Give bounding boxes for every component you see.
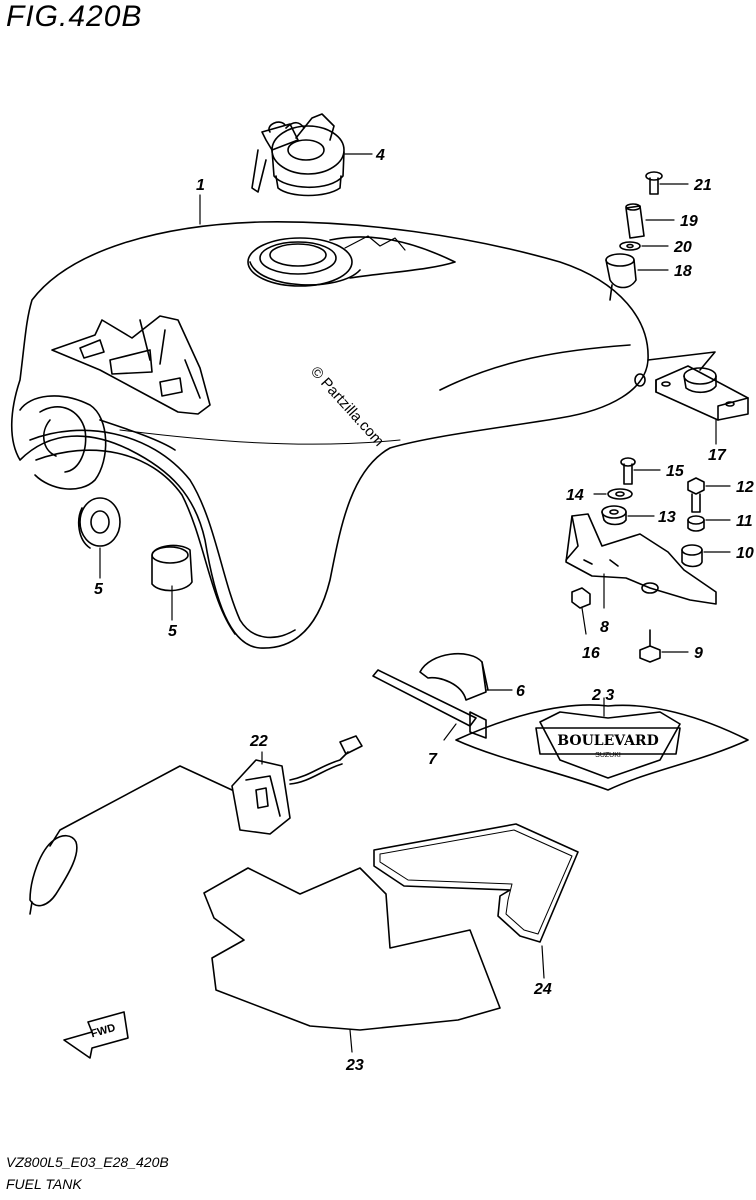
callout-14: 14 — [566, 487, 584, 504]
callout-19: 19 — [680, 213, 698, 230]
callout-8: 8 — [600, 619, 609, 636]
cable-tie-7[interactable] — [372, 669, 487, 739]
nut-16[interactable] — [571, 587, 591, 609]
insulator-pad-23[interactable] — [203, 867, 501, 1031]
screw-21[interactable] — [645, 171, 663, 195]
callout-11: 11 — [736, 513, 753, 530]
seal-24[interactable] — [373, 823, 579, 943]
bolt-9[interactable] — [639, 629, 661, 663]
screw-15[interactable] — [620, 457, 636, 485]
mounting-bracket-8[interactable] — [565, 513, 717, 605]
callout-6: 6 — [516, 683, 525, 700]
callout-12: 12 — [736, 479, 754, 496]
tank-cushion-6[interactable] — [419, 653, 489, 701]
callout-23: 23 — [345, 1057, 364, 1074]
washer-20[interactable] — [619, 241, 641, 251]
emblem-text: BOULEVARD — [557, 733, 658, 749]
callout-15: 15 — [666, 463, 685, 480]
boulevard-emblem[interactable]: BOULEVARD SUZUKI — [455, 704, 749, 791]
rear-cushion-17[interactable] — [655, 365, 749, 421]
figure-title: FIG.420B — [6, 0, 143, 33]
model-code: VZ800L5_E03_E28_420B — [6, 1154, 169, 1170]
callout-10: 10 — [736, 545, 754, 562]
fwd-label: FWD — [89, 1022, 116, 1040]
washer-14[interactable] — [607, 488, 633, 500]
fuel-tank[interactable] — [10, 221, 716, 649]
cushion-ring[interactable] — [77, 497, 121, 549]
callout-1: 1 — [196, 177, 205, 194]
cushion-18[interactable] — [605, 253, 637, 289]
figure-caption: FUEL TANK — [6, 1176, 82, 1192]
cushion-plug[interactable] — [151, 544, 193, 592]
callout-13: 13 — [658, 509, 676, 526]
callout-5b: 5 — [168, 623, 178, 640]
callout-5a: 5 — [94, 581, 104, 598]
callout-2-3: 2 3 — [591, 687, 614, 704]
callout-24: 24 — [533, 981, 552, 998]
callout-18: 18 — [674, 263, 692, 280]
callout-16: 16 — [582, 645, 600, 662]
collar-11[interactable] — [687, 515, 705, 532]
callout-9: 9 — [694, 645, 703, 662]
fuel-cap-with-keys[interactable] — [251, 113, 345, 197]
forward-arrow: FWD — [63, 1011, 129, 1059]
fuel-level-gauge[interactable] — [29, 735, 363, 915]
callout-17: 17 — [708, 447, 727, 464]
callout-21: 21 — [693, 177, 712, 194]
emblem-subtext: SUZUKI — [595, 752, 621, 759]
callout-7: 7 — [428, 751, 438, 768]
cushion-10[interactable] — [681, 544, 703, 568]
bolt-12[interactable] — [687, 477, 705, 513]
cushion-13[interactable] — [601, 505, 627, 526]
collar-19[interactable] — [625, 203, 645, 239]
callout-4: 4 — [375, 147, 385, 164]
leader-lines — [99, 153, 731, 1053]
callout-22: 22 — [249, 733, 268, 750]
callout-20: 20 — [673, 239, 692, 256]
watermark: © Partzilla.com — [307, 363, 387, 449]
